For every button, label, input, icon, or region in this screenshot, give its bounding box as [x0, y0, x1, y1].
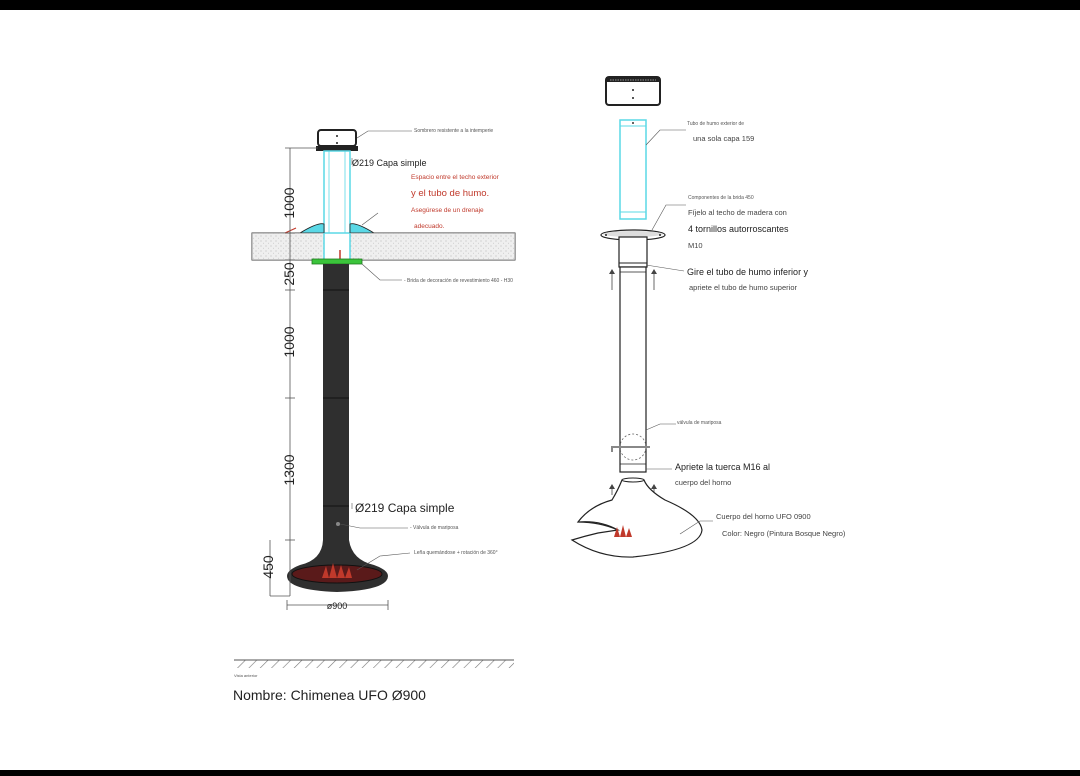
outer-pipe	[619, 119, 647, 220]
flange-components-note: Componentes de la brida 450	[688, 195, 754, 201]
ground-hatch	[234, 660, 514, 668]
fix-note-1: Fíjelo al techo de madera con	[688, 208, 787, 217]
flue-pipe	[619, 266, 647, 473]
drawing-title: Nombre: Chimenea UFO Ø900	[233, 687, 426, 703]
twist-note-1: Gire el tubo de humo inferior y	[687, 267, 809, 277]
left-view: 1000 250 1000 1300 450 ø900 Sombrero res…	[234, 128, 516, 678]
cap-note: Sombrero resistente a la intemperie	[414, 128, 493, 134]
rain-cap	[316, 129, 358, 151]
top-bar	[0, 0, 1080, 10]
pipe-bottom-label: Ø219 Capa simple	[355, 501, 455, 515]
body-note-1: Cuerpo del horno UFO 0900	[716, 512, 811, 521]
butterfly-valve	[336, 522, 340, 526]
outer-pipe-note-1: Tubo de humo exterior de	[687, 121, 744, 127]
outer-pipe-note-2: una sola capa 159	[693, 134, 754, 143]
nut-note-2: cuerpo del horno	[675, 478, 731, 487]
pipe-top-label: Ø219 Capa simple	[352, 158, 427, 168]
twist-note-2: apriete el tubo de humo superior	[689, 283, 797, 292]
valve-note: - Válvula de mariposa	[410, 525, 459, 531]
valve-note-right: válvula de mariposa	[677, 420, 722, 426]
diameter-label: ø900	[327, 601, 348, 611]
body-note-2: Color: Negro (Pintura Bosque Negro)	[722, 529, 846, 538]
dim-450: 450	[260, 555, 276, 579]
right-view: Tubo de humo exterior de una sola capa 1…	[570, 76, 846, 558]
inner-pipe-segment	[618, 236, 648, 268]
fireplace-bowl	[287, 540, 388, 592]
fire-icon	[322, 563, 352, 578]
flange-note: - Brida de decoración de revestimiento 4…	[404, 278, 513, 284]
fireplace-body-outline	[570, 477, 703, 558]
dim-250: 250	[281, 262, 297, 286]
bottom-bar	[0, 770, 1080, 776]
fire-icon-exploded	[614, 525, 632, 537]
gap-note-1: Espacio entre el techo exterior	[411, 174, 500, 181]
gap-note-4: adecuado.	[414, 223, 445, 230]
dim-1000-mid: 1000	[281, 326, 297, 357]
lower-pipe	[323, 264, 349, 544]
fix-note-3: M10	[688, 241, 703, 250]
storm-collar	[298, 223, 325, 234]
dim-1000-top: 1000	[281, 187, 297, 218]
gap-note-3: Asegúrese de un drenaje	[411, 207, 484, 214]
dimension-line	[269, 147, 389, 610]
upper-pipe	[323, 150, 351, 234]
ground-note: Vista anterior	[234, 673, 258, 678]
nut-note-1: Apriete la tuerca M16 al	[675, 462, 770, 472]
firebox-note: Leña quemándose + rotación de 360°	[414, 550, 498, 556]
decor-flange	[311, 258, 363, 265]
dim-1300: 1300	[281, 454, 297, 485]
rain-cap-exploded	[605, 76, 661, 106]
gap-note-2: y el tubo de humo.	[411, 188, 489, 199]
fix-note-2: 4 tornillos autorroscantes	[688, 224, 789, 234]
